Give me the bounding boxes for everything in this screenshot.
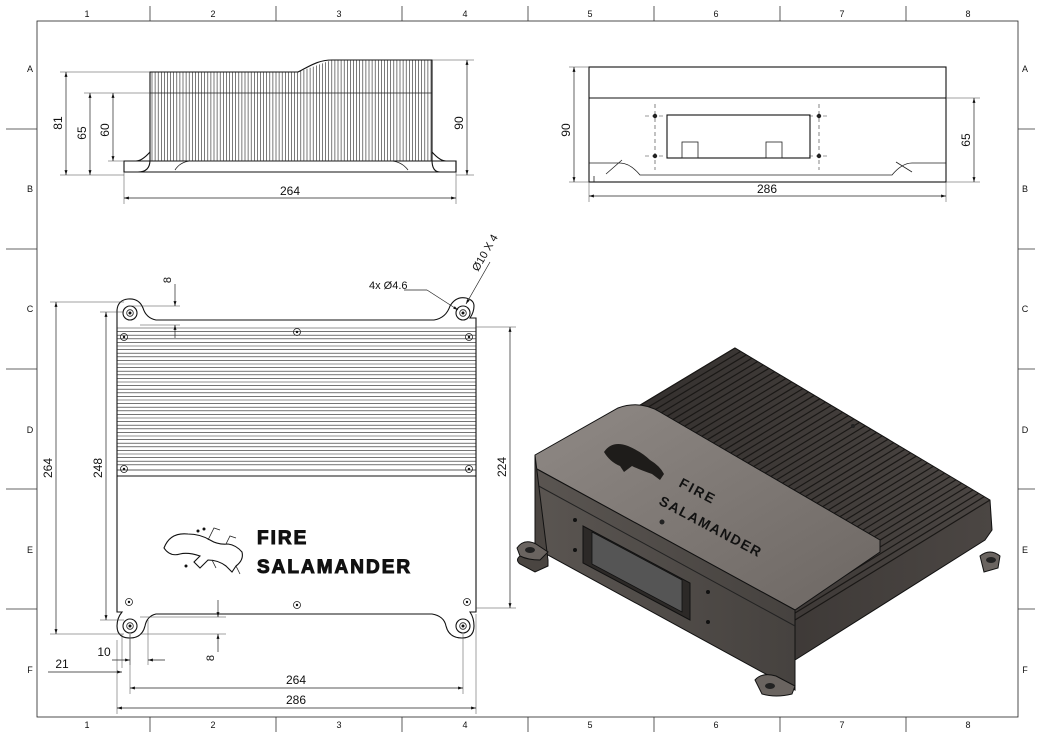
iso-fin-line bbox=[631, 347, 736, 411]
column-label-7-top: 7 bbox=[839, 9, 844, 19]
column-label-8-bottom: 8 bbox=[965, 720, 970, 730]
column-label-5-top: 5 bbox=[587, 9, 592, 19]
row-label-C-left: C bbox=[27, 304, 34, 314]
top-logo-line2: SALAMANDER bbox=[257, 557, 412, 578]
iso-fin-line bbox=[638, 354, 747, 420]
row-labels: A A B B C C D D E E F F bbox=[27, 64, 1029, 675]
iso-fin-line bbox=[635, 350, 742, 416]
mount-hole-tr bbox=[455, 305, 471, 321]
front-dim-81: 81 bbox=[51, 116, 65, 130]
column-label-1-bottom: 1 bbox=[84, 720, 89, 730]
top-dim-224: 224 bbox=[495, 457, 509, 477]
top-dim-264-horizontal: 264 bbox=[286, 673, 306, 687]
side-dim-65: 65 bbox=[959, 133, 973, 147]
column-label-4-top: 4 bbox=[462, 9, 467, 19]
salamander-logo bbox=[163, 527, 243, 575]
mount-hole-br bbox=[455, 618, 471, 634]
front-dim-65: 65 bbox=[75, 126, 89, 140]
top-fins bbox=[117, 327, 476, 466]
side-view: 90 65 286 bbox=[559, 66, 980, 202]
top-dim-264-vertical: 264 bbox=[41, 458, 55, 478]
iso-fin-line bbox=[791, 496, 985, 616]
front-dim-264: 264 bbox=[280, 184, 300, 198]
iso-fin-line bbox=[794, 499, 991, 621]
row-label-E-right: E bbox=[1022, 545, 1028, 555]
top-view: FIRE SALAMANDER 8 4x Ø4.6 Ø10 X 4 264 24… bbox=[41, 233, 516, 714]
front-fins bbox=[151, 60, 432, 161]
top-dim-21: 21 bbox=[55, 657, 69, 671]
front-dim-90: 90 bbox=[452, 116, 466, 130]
row-label-B-right: B bbox=[1022, 184, 1028, 194]
row-label-C-right: C bbox=[1022, 304, 1029, 314]
top-dim-248: 248 bbox=[91, 458, 105, 478]
column-label-1-top: 1 bbox=[84, 9, 89, 19]
screws bbox=[120, 328, 473, 609]
front-dim-60: 60 bbox=[98, 123, 112, 137]
iso-salamander-logo bbox=[604, 444, 664, 480]
column-label-2-bottom: 2 bbox=[210, 720, 215, 730]
front-view: 81 65 60 90 264 bbox=[51, 59, 474, 204]
column-label-4-bottom: 4 bbox=[462, 720, 467, 730]
column-label-6-top: 6 bbox=[713, 9, 718, 19]
row-label-D-left: D bbox=[27, 425, 34, 435]
top-dim-10: 10 bbox=[97, 645, 111, 659]
side-dim-90: 90 bbox=[559, 123, 573, 137]
column-ticks bbox=[149, 6, 907, 732]
row-label-A-right: A bbox=[1022, 64, 1028, 74]
column-label-3-bottom: 3 bbox=[336, 720, 341, 730]
boss-callout: Ø10 X 4 bbox=[470, 233, 501, 274]
sheet-border: 1 1 2 2 3 3 4 4 5 5 6 6 7 7 8 8 A A B B C C D D E E F F bbox=[6, 6, 1035, 732]
row-label-F-left: F bbox=[27, 665, 33, 675]
column-label-2-top: 2 bbox=[210, 9, 215, 19]
isometric-view: FIRE SALAMANDER bbox=[516, 347, 1001, 697]
mount-hole-tl bbox=[122, 305, 138, 321]
column-label-6-bottom: 6 bbox=[713, 720, 718, 730]
column-label-5-bottom: 5 bbox=[587, 720, 592, 730]
column-labels: 1 1 2 2 3 3 4 4 5 5 6 6 7 7 8 8 bbox=[84, 9, 970, 730]
top-dim-286: 286 bbox=[286, 693, 306, 707]
row-label-E-left: E bbox=[27, 545, 33, 555]
row-label-A-left: A bbox=[27, 64, 33, 74]
row-label-B-left: B bbox=[27, 184, 33, 194]
side-dim-286: 286 bbox=[757, 182, 777, 196]
mount-hole-bl bbox=[122, 618, 138, 634]
column-label-8-top: 8 bbox=[965, 9, 970, 19]
hole-callout: 4x Ø4.6 bbox=[369, 280, 408, 292]
top-dim-8-lower: 8 bbox=[205, 655, 217, 661]
top-dim-8-upper: 8 bbox=[162, 277, 174, 283]
column-label-7-bottom: 7 bbox=[839, 720, 844, 730]
top-logo-line1: FIRE bbox=[257, 528, 308, 549]
row-ticks bbox=[6, 128, 1035, 610]
row-label-D-right: D bbox=[1022, 425, 1029, 435]
column-label-3-top: 3 bbox=[336, 9, 341, 19]
row-label-F-right: F bbox=[1022, 665, 1028, 675]
